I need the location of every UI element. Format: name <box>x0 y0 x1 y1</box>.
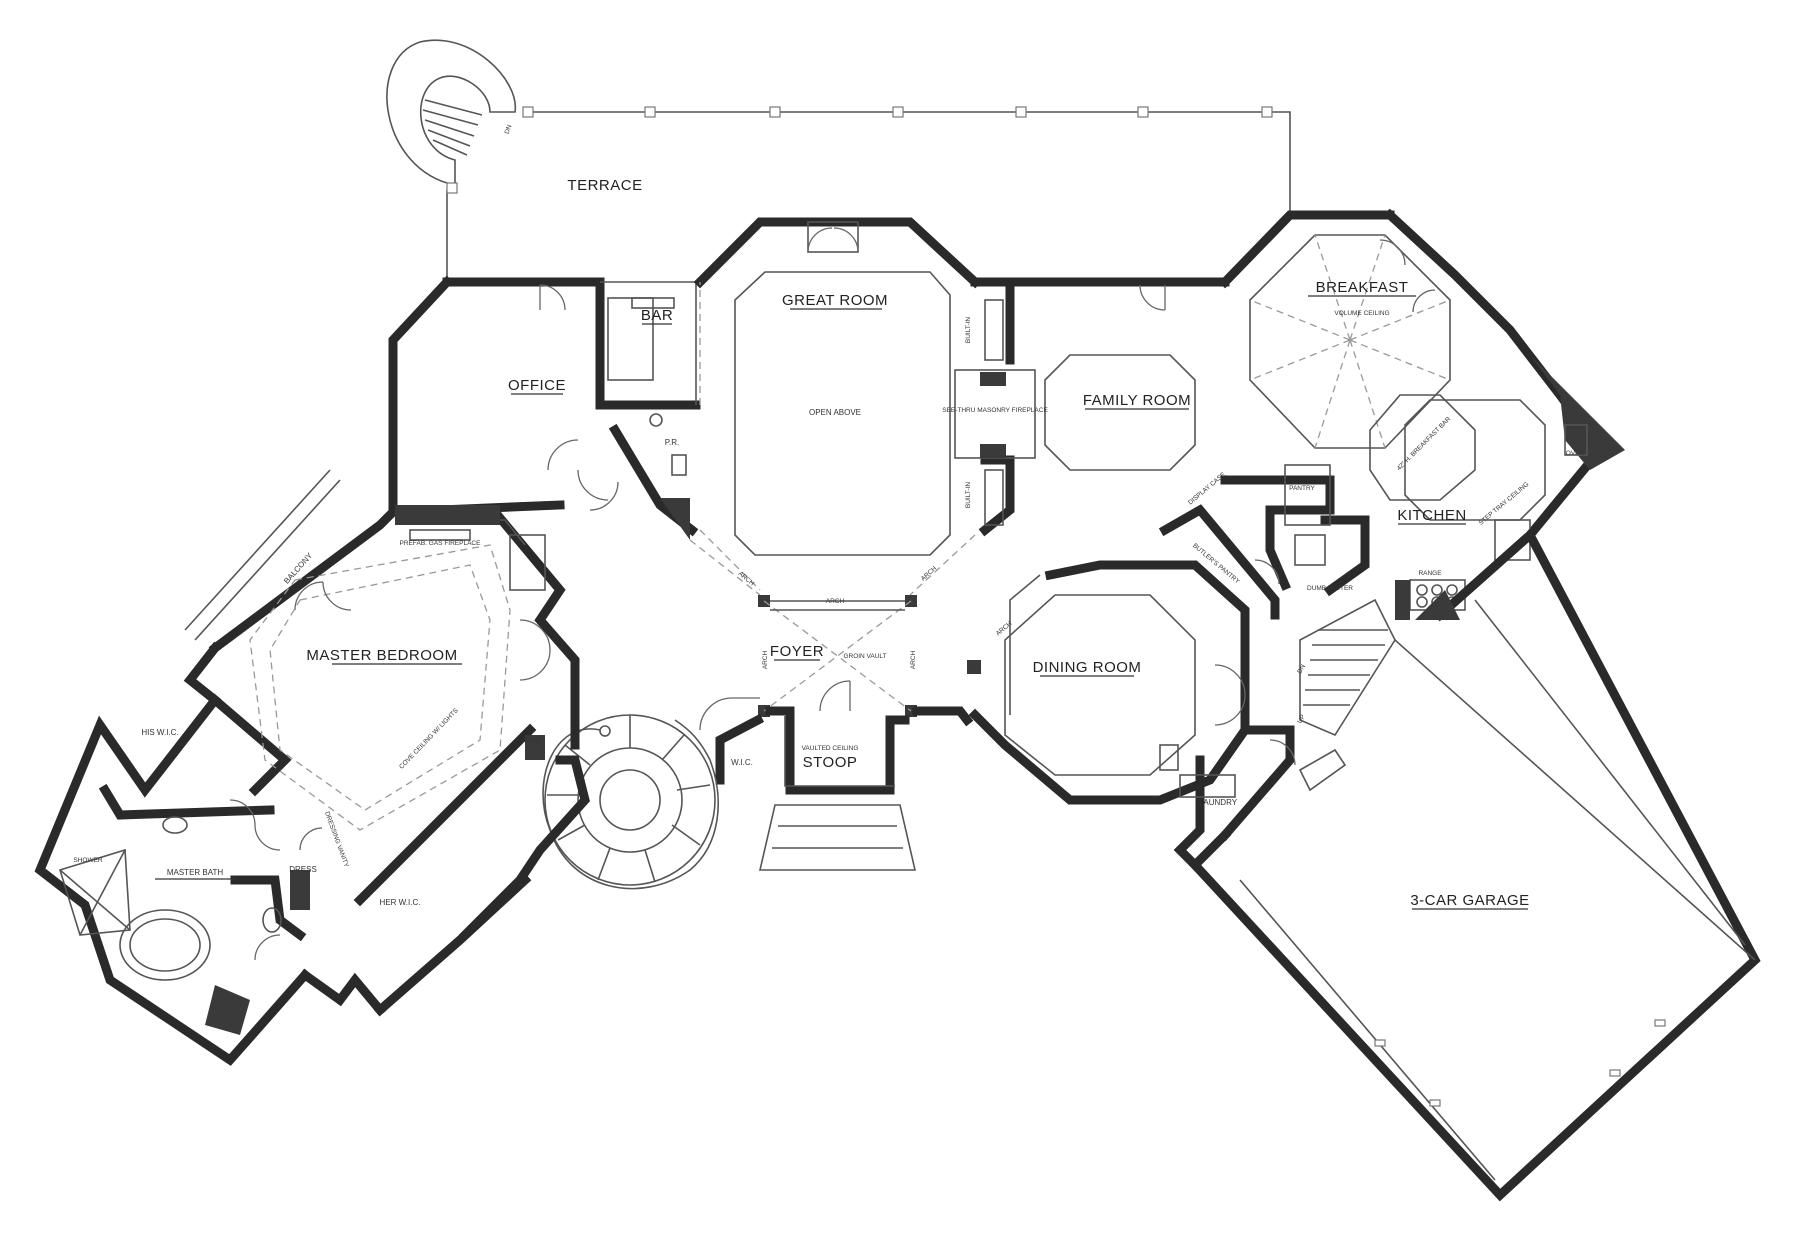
label-stoop: STOOP <box>803 754 858 771</box>
master-suite <box>34 469 590 1066</box>
dining-room-area <box>967 560 1250 805</box>
label-arch-foyer-right: ARCH <box>910 650 917 669</box>
label-bar: BAR <box>641 307 673 324</box>
label-display-case: DISPLAY CASE <box>1187 471 1228 507</box>
breakfast-kitchen-area <box>1218 208 1625 620</box>
label-dressing-vanity: DRESSING VANITY <box>323 811 350 869</box>
label-terrace: TERRACE <box>567 177 642 194</box>
label-volume-ceiling: VOLUME CEILING <box>1334 310 1389 317</box>
great-room-area <box>689 217 982 596</box>
pantry-area <box>1158 464 1370 620</box>
family-room-area <box>1005 277 1230 471</box>
label-pr: P.R. <box>665 438 680 447</box>
label-foyer: FOYER <box>770 643 824 660</box>
terrace-curved-stair[interactable] <box>386 39 517 186</box>
terrace-area <box>386 39 1291 282</box>
label-up-stair: UP <box>1296 714 1307 725</box>
foyer-area <box>699 595 974 871</box>
label-kitchen: KITCHEN <box>1397 507 1466 524</box>
label-range: RANGE <box>1418 570 1442 577</box>
label-master-bath: MASTER BATH <box>167 868 224 877</box>
label-great-room: GREAT ROOM <box>782 292 888 309</box>
label-his-wic: HIS W.I.C. <box>141 728 178 737</box>
label-dn-stair: DN <box>1296 663 1307 675</box>
label-dining-room: DINING ROOM <box>1033 659 1142 676</box>
label-pantry: PANTRY <box>1289 485 1315 492</box>
label-safe: SAFE <box>524 737 542 744</box>
label-family-room: FAMILY ROOM <box>1083 392 1191 409</box>
label-dress: DRESS <box>289 865 317 874</box>
label-wic: W.I.C. <box>731 758 753 767</box>
label-office: OFFICE <box>508 377 566 394</box>
garage-area <box>1188 527 1761 1202</box>
label-prefab-fireplace: PREFAB. GAS FIREPLACE <box>400 540 482 547</box>
label-vaulted-ceiling: VAULTED CEILING <box>802 745 859 752</box>
label-cove-ceiling: COVE CEILING W/ LIGHTS <box>398 707 460 771</box>
label-arch-foyer-left: ARCH <box>762 650 769 669</box>
label-breakfast: BREAKFAST <box>1316 279 1409 296</box>
label-laundry: LAUNDRY <box>1199 798 1238 807</box>
label-master-bedroom: MASTER BEDROOM <box>306 647 457 664</box>
label-breakfast-bar: 42" H. BREAKFAST BAR <box>1396 415 1453 472</box>
label-shower: SHOWER <box>73 857 103 864</box>
label-dumb-waiter: DUMB WAITER <box>1307 585 1353 592</box>
laundry-area <box>1159 598 1396 872</box>
office-wing <box>388 275 701 540</box>
label-groin-vault: GROIN VAULT <box>843 653 886 660</box>
spiral-staircase[interactable] <box>542 714 719 890</box>
label-garage: 3-CAR GARAGE <box>1410 892 1529 909</box>
label-built-in-top: BUILT-IN <box>965 317 972 344</box>
label-her-wic: HER W.I.C. <box>380 898 421 907</box>
label-dn-terrace: DN <box>504 124 514 136</box>
label-built-in-bottom: BUILT-IN <box>965 482 972 509</box>
label-arch-right: ARCH <box>920 565 939 583</box>
label-see-thru-fireplace: SEE-THRU MASONRY FIREPLACE <box>942 407 1048 414</box>
label-open-above: OPEN ABOVE <box>809 408 861 417</box>
label-arch-foyer: ARCH <box>826 598 845 605</box>
label-oven: OVEN <box>1566 450 1585 457</box>
